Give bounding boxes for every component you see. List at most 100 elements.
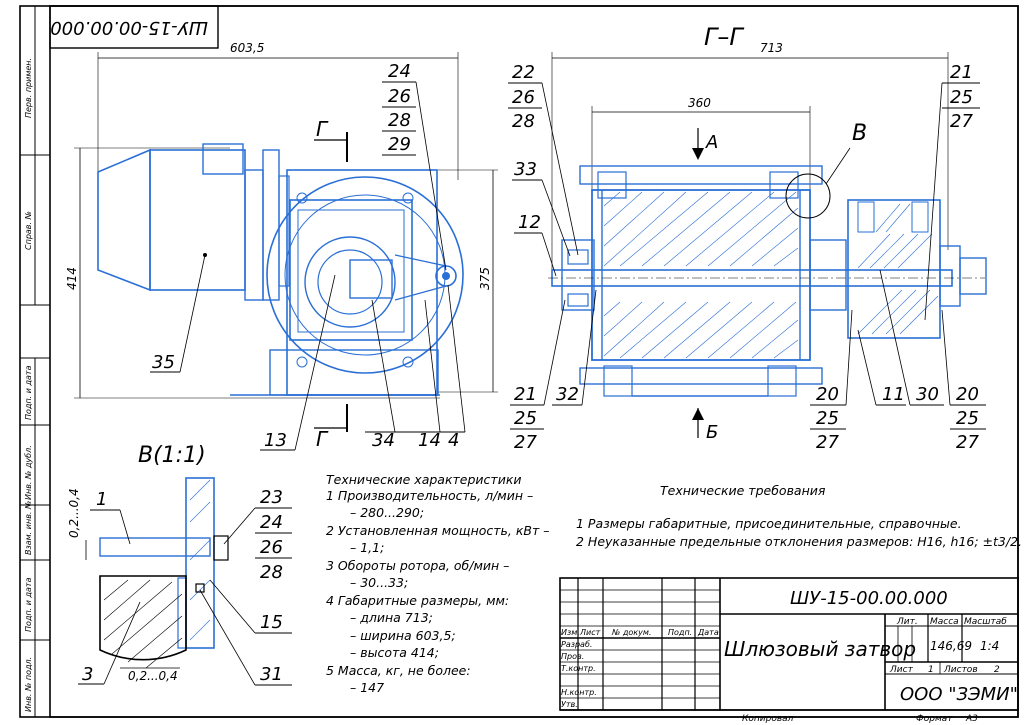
tech-char-line-7: 4 Габаритные размеры, мм: (326, 593, 509, 608)
callout-13: 13 (264, 430, 287, 451)
callout-1: 1 (96, 489, 107, 510)
callout-24-d: 24 (260, 512, 283, 533)
arrow-b-label: Б (706, 422, 718, 443)
strip-label-6: Подп. и дата (24, 577, 33, 632)
callout-27-m: 27 (816, 432, 839, 453)
dim-width: 603,5 (230, 41, 264, 55)
strip-label-5: Взам. инв. № (24, 501, 33, 555)
strip-label-7: Инв. № подл. (24, 657, 33, 712)
callouts-front-bottom: 13 34 14 4 (260, 274, 466, 451)
tech-char-line-3: 2 Установленная мощность, кВт – (326, 523, 550, 538)
tech-char-line-4: – 1,1; (350, 540, 384, 555)
role-razrab: Разраб. (561, 640, 592, 649)
role-prov: Пров. (561, 652, 584, 661)
dim-gap-bottom: 0,2...0,4 (128, 669, 178, 683)
strip-label-3: Подп. и дата (24, 365, 33, 420)
detail-mark: В (852, 121, 867, 146)
callout-24: 24 (388, 61, 411, 82)
callout-22: 22 (512, 62, 535, 83)
callout-33: 33 (514, 159, 537, 180)
copied-label: Копировал (742, 714, 794, 724)
col-header-doc: № докум. (611, 628, 651, 637)
callout-21-l: 21 (514, 384, 537, 405)
role-utv: Утв. (561, 700, 578, 709)
format-value: А3 (965, 714, 978, 724)
company-name: ООО "ЗЭМИ" (900, 684, 1018, 705)
tech-char-line-5: 3 Обороты ротора, об/мин – (326, 558, 509, 573)
callout-26: 26 (388, 86, 411, 107)
callout-28-l: 28 (512, 111, 535, 132)
title-designation: ШУ-15-00.00.000 (790, 588, 948, 609)
callout-25-r: 25 (950, 87, 973, 108)
callout-12: 12 (518, 212, 541, 233)
section-title: Г–Г (704, 23, 744, 51)
format-label: Формат (916, 714, 953, 724)
lit-label: Лит. (896, 617, 918, 627)
tech-char-heading: Технические характеристики (326, 472, 522, 487)
callout-31: 31 (260, 664, 283, 685)
tech-char-line-10: – высота 414; (350, 645, 439, 660)
tech-char-line-6: – 30...33; (350, 575, 408, 590)
tech-char-line-1: 1 Производительность, л/мин – (326, 488, 533, 503)
title-block: Изм. Лист № докум. Подп. Дата Разраб. Пр… (559, 577, 1019, 724)
tech-req-heading: Технические требования (660, 483, 826, 498)
mass-label: Масса (930, 617, 959, 627)
dim-height: 414 (65, 267, 79, 290)
section-mark-bottom: Г (316, 427, 329, 451)
col-header-sign: Подп. (668, 628, 692, 637)
callout-32: 32 (556, 384, 579, 405)
tech-char-line-12: – 147 (350, 680, 384, 695)
dim-375: 375 (478, 267, 492, 290)
strip-label-2: Справ. № (24, 211, 33, 250)
role-nkontr: Н.контр. (561, 688, 597, 697)
arrow-a-label: А (705, 132, 718, 153)
strip-label-1: Перв. примен. (24, 58, 33, 118)
title-name: Шлюзовый затвор (724, 637, 916, 661)
scale-value: 1:4 (980, 639, 999, 653)
tech-char-line-8: – длина 713; (350, 610, 433, 625)
tech-characteristics: Технические характеристики 1 Производите… (326, 472, 550, 695)
callout-15: 15 (260, 612, 283, 633)
sheets-label: Листов (943, 665, 978, 675)
dim-gap-top: 0,2...0,4 (67, 488, 81, 538)
scale-label: Масштаб (964, 617, 1007, 627)
callout-20-r: 20 (956, 384, 979, 405)
tech-char-line-11: 5 Масса, кг, не более: (326, 663, 471, 678)
tech-req-line-2: 2 Неуказанные предельные отклонения разм… (576, 534, 1022, 549)
col-header-list: Лист (579, 628, 601, 637)
callout-4: 4 (448, 430, 459, 451)
front-view: 603,5 414 375 Г (65, 41, 498, 451)
callout-25-rb: 25 (956, 408, 979, 429)
dim-360: 360 (688, 96, 711, 110)
tech-char-line-9: – ширина 603,5; (350, 628, 456, 643)
callout-26-l: 26 (512, 87, 535, 108)
callout-26-d: 26 (260, 537, 283, 558)
callout-14: 14 (418, 430, 441, 451)
callout-27-r: 27 (950, 111, 973, 132)
callout-27-l: 27 (514, 432, 537, 453)
callout-30: 30 (916, 384, 939, 405)
callout-28-d: 28 (260, 562, 283, 583)
callout-34: 34 (372, 430, 395, 451)
col-header-izm: Изм. (561, 628, 580, 637)
drawing-frame (19, 5, 1019, 718)
tech-req-line-1: 1 Размеры габаритные, присоединительные,… (576, 516, 962, 531)
callout-35: 35 (152, 352, 175, 373)
top-designation-box: ШУ-15-00.00.000 (49, 5, 219, 49)
col-header-date: Дата (697, 628, 719, 637)
callout-11: 11 (882, 384, 905, 405)
sheet-label: Лист (889, 665, 914, 675)
detail-title: В(1:1) (138, 443, 206, 468)
section-view: Г–Г 713 360 (508, 23, 987, 453)
callout-25-l: 25 (514, 408, 537, 429)
callouts-front-top: 24 26 28 29 (382, 61, 447, 271)
callout-27-rb: 27 (956, 432, 979, 453)
tech-char-line-2: – 280...290; (350, 505, 424, 520)
top-designation-text: ШУ-15-00.00.000 (50, 17, 208, 38)
callout-25-m: 25 (816, 408, 839, 429)
sheet-value: 1 (928, 665, 934, 675)
role-tkontr: Т.контр. (561, 664, 596, 673)
sheets-value: 2 (994, 665, 1000, 675)
detail-view: В(1:1) 0,2...0,4 0,2...0,4 1 3 (67, 443, 292, 686)
